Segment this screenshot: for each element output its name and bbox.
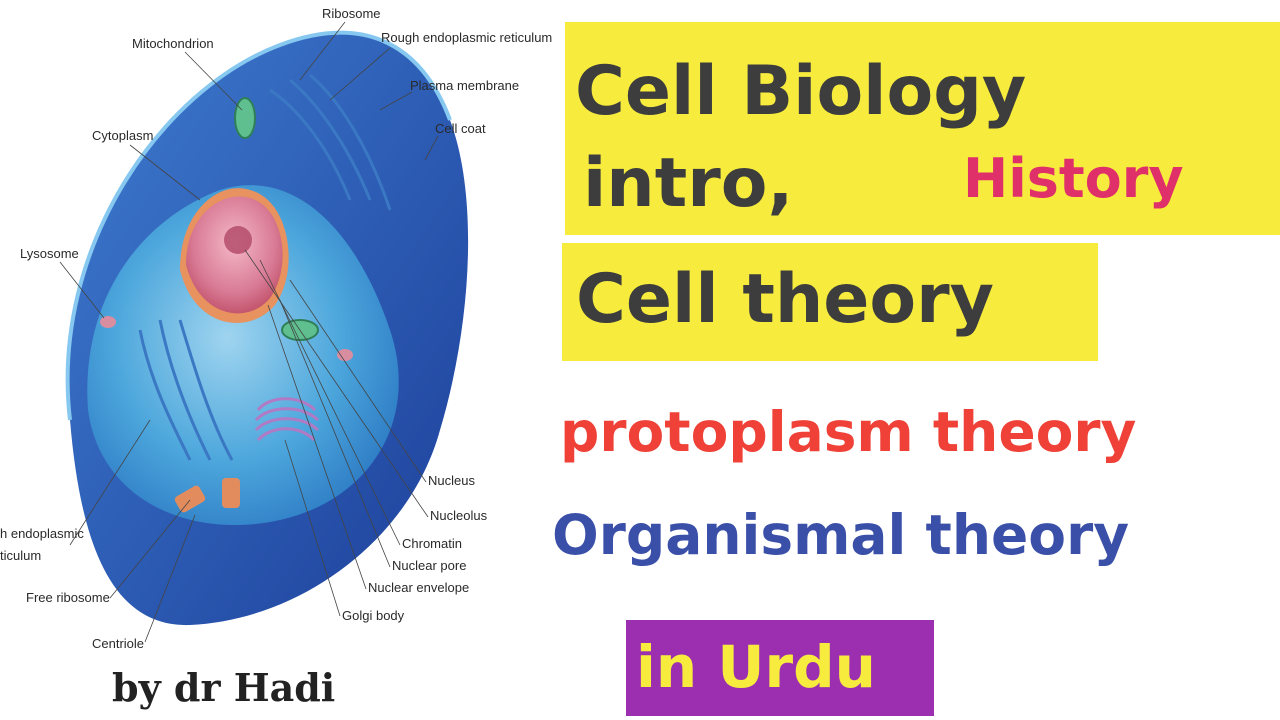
title-protoplasm-theory: protoplasm theory xyxy=(560,400,1137,464)
cell-diagram: Ribosome Mitochondrion Rough endoplasmic… xyxy=(0,6,552,651)
label-nuclear-envelope: Nuclear envelope xyxy=(368,580,469,595)
label-cell-coat: Cell coat xyxy=(435,121,486,136)
label-nuclear-pore: Nuclear pore xyxy=(392,558,466,573)
title-cell-theory: Cell theory xyxy=(576,260,994,339)
nucleus-shape xyxy=(180,188,289,323)
label-smooth-er-2: ticulum xyxy=(0,548,41,563)
label-nucleolus: Nucleolus xyxy=(430,508,488,523)
label-plasma-membrane: Plasma membrane xyxy=(410,78,519,93)
title-cell-biology: Cell Biology xyxy=(575,52,1027,131)
author-credit: by dr Hadi xyxy=(112,665,336,710)
label-mitochondrion: Mitochondrion xyxy=(132,36,214,51)
lysosome-shape xyxy=(100,316,116,328)
mitochondrion-shape xyxy=(234,97,256,139)
title-in-urdu: in Urdu xyxy=(636,633,876,701)
label-free-ribosome: Free ribosome xyxy=(26,590,110,605)
leader-lines xyxy=(59,21,439,643)
label-lysosome: Lysosome xyxy=(20,246,79,261)
urdu-highlight-box: in Urdu xyxy=(626,620,934,716)
centriole-shape xyxy=(174,478,240,513)
golgi-body-shape xyxy=(254,397,320,442)
label-ribosome: Ribosome xyxy=(322,6,381,21)
label-rough-er: Rough endoplasmic reticulum xyxy=(381,30,552,45)
label-golgi-body: Golgi body xyxy=(342,608,405,623)
label-nucleus: Nucleus xyxy=(428,473,475,488)
title-intro: intro, xyxy=(583,144,794,223)
title-organismal-theory: Organismal theory xyxy=(552,503,1130,567)
label-centriole: Centriole xyxy=(92,636,144,651)
label-chromatin: Chromatin xyxy=(402,536,462,551)
title-history: History xyxy=(963,147,1184,210)
cytoplasm-region xyxy=(87,185,399,526)
title-highlight-box: Cell Biology intro, History xyxy=(565,22,1280,235)
label-smooth-er-1: h endoplasmic xyxy=(0,526,84,541)
label-cytoplasm: Cytoplasm xyxy=(92,128,153,143)
cell-theory-highlight-box: Cell theory xyxy=(562,243,1098,361)
rough-er xyxy=(138,73,392,461)
